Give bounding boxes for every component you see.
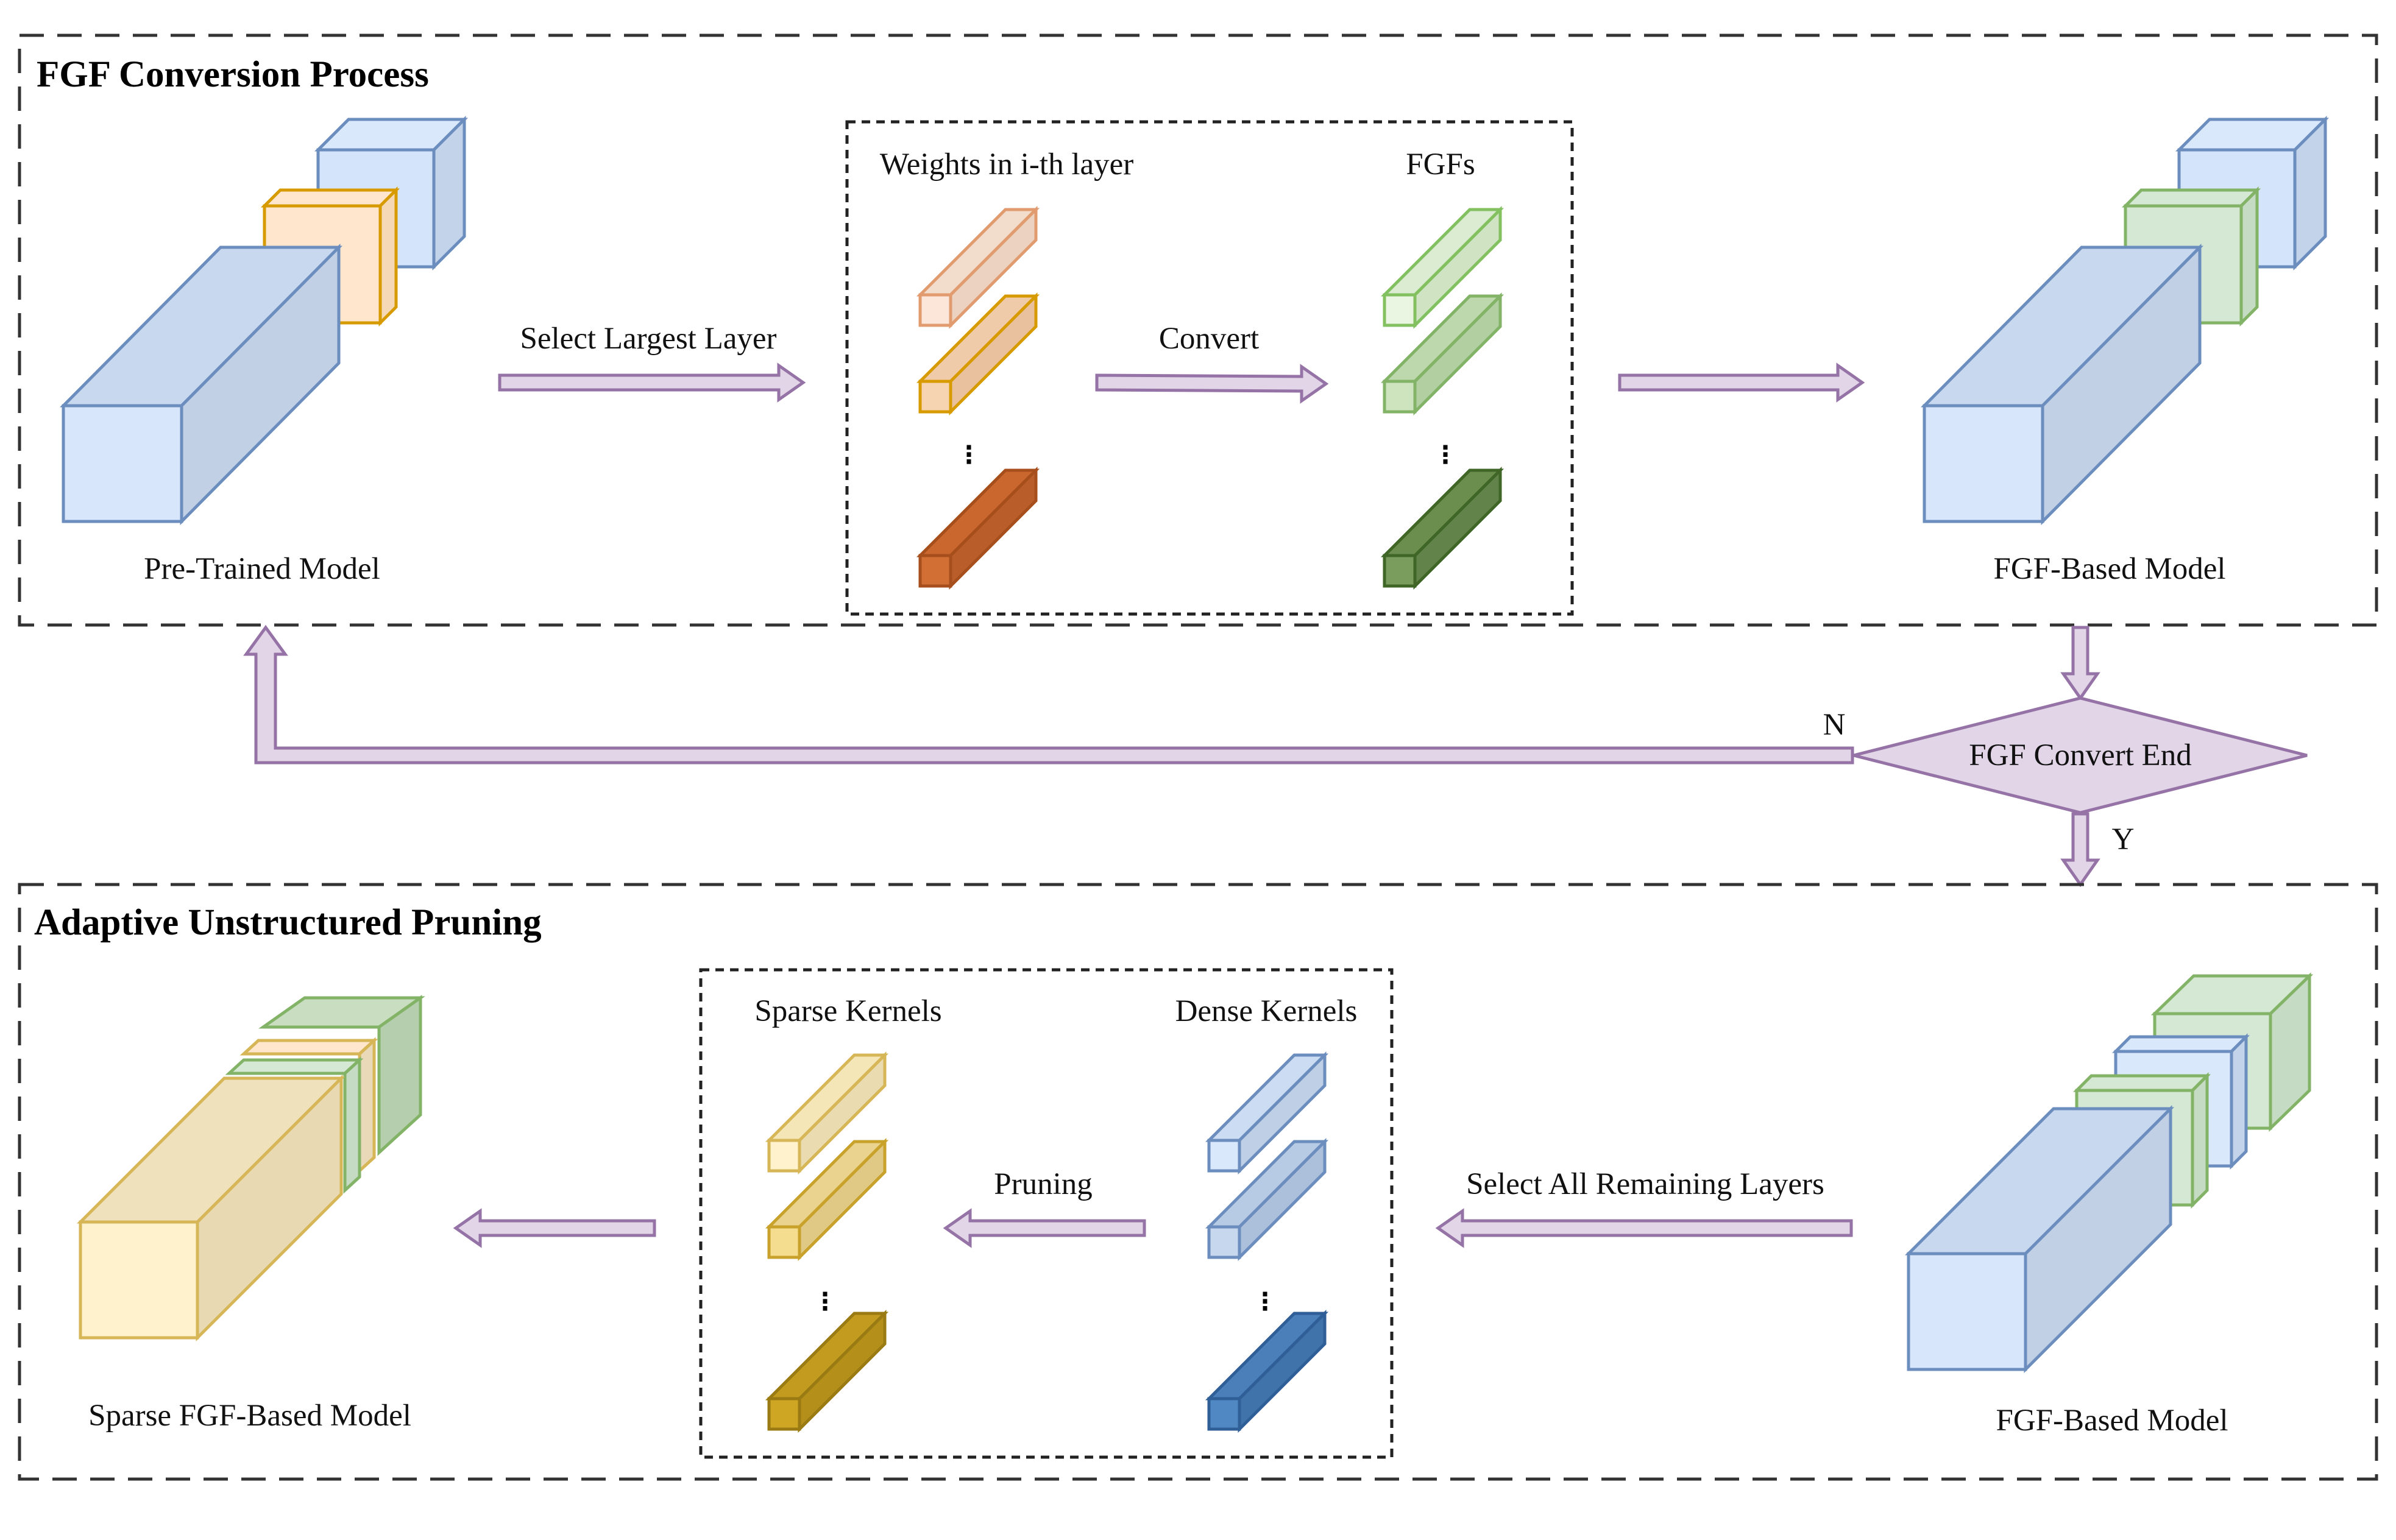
- dense-ellipsis: ⋮: [1253, 1288, 1277, 1316]
- weight-ellipsis: ⋮: [957, 441, 981, 469]
- sparse-kernels-header: Sparse Kernels: [754, 994, 941, 1028]
- dense-kernel-n: [1205, 1309, 1329, 1433]
- pruning-label: Pruning: [994, 1167, 1093, 1201]
- fgf-b-layer-front: [1904, 1104, 2175, 1374]
- sparse-model-stack: [76, 995, 425, 1342]
- no-label: N: [1823, 708, 1846, 742]
- dense-kernel-1: [1205, 1051, 1329, 1175]
- yes-arrow: [2060, 812, 2100, 888]
- sparse-kernel-n: [765, 1309, 889, 1433]
- fgfs-header: FGFs: [1406, 147, 1475, 182]
- convert-end-diamond: [1853, 696, 2308, 814]
- weight-kernel-2: [916, 292, 1040, 416]
- fgf-model-stack-bottom: [1904, 972, 2314, 1374]
- to-fgf-model-arrow: [1618, 362, 1865, 403]
- sparse-kernel-1: [765, 1051, 889, 1175]
- sparse-layer-back: [258, 995, 425, 1156]
- sparse-layer-front: [76, 1074, 346, 1342]
- sparse-model-label: Sparse FGF-Based Model: [88, 1399, 411, 1433]
- conversion-section-frame: [18, 34, 2378, 627]
- pretrained-layer-front: [59, 243, 343, 526]
- fgf-kernel-2: [1380, 292, 1505, 416]
- sparse-layer-mid1: [225, 1056, 364, 1194]
- fgf-ellipsis: ⋮: [1433, 441, 1458, 469]
- sparse-ellipsis: ⋮: [813, 1288, 837, 1316]
- yes-label: Y: [2112, 822, 2135, 857]
- pretrained-model-stack: [59, 115, 469, 526]
- weight-kernel-1: [916, 205, 1040, 330]
- select-remaining-label: Select All Remaining Layers: [1466, 1167, 1824, 1201]
- fgf-model-stack-top: [1920, 115, 2330, 526]
- convert-label: Convert: [1159, 322, 1259, 356]
- pruning-section-frame: [18, 883, 2378, 1481]
- dense-kernel-2: [1205, 1137, 1329, 1262]
- pretrained-model-label: Pre-Trained Model: [144, 552, 380, 586]
- fgf-kernel-n: [1380, 466, 1505, 590]
- kernels-box: [699, 968, 1394, 1459]
- conversion-section-title: FGF Conversion Process: [37, 54, 429, 95]
- select-largest-layer-label: Select Largest Layer: [520, 322, 776, 356]
- to-decision-arrow: [2060, 626, 2100, 701]
- to-sparse-model-arrow: [453, 1208, 656, 1248]
- weight-kernel-n: [916, 466, 1040, 590]
- fgf-layer-front: [1920, 243, 2204, 526]
- convert-arrow: [1095, 364, 1329, 404]
- dense-kernels-header: Dense Kernels: [1175, 994, 1358, 1028]
- convert-end-label: FGF Convert End: [1969, 738, 2192, 772]
- select-largest-layer-arrow: [498, 362, 806, 403]
- pruning-section-title: Adaptive Unstructured Pruning: [34, 902, 542, 943]
- fgf-kernel-1: [1380, 205, 1505, 330]
- weights-header: Weights in i-th layer: [880, 147, 1134, 182]
- weights-fgfs-box: [845, 120, 1574, 616]
- pruning-arrow: [943, 1208, 1146, 1248]
- no-loop-arrow: [243, 624, 1854, 765]
- sparse-kernel-2: [765, 1137, 889, 1262]
- fgf-model-label-bottom: FGF-Based Model: [1996, 1404, 2228, 1438]
- select-remaining-arrow: [1435, 1208, 1853, 1248]
- fgf-model-label-top: FGF-Based Model: [1993, 552, 2225, 586]
